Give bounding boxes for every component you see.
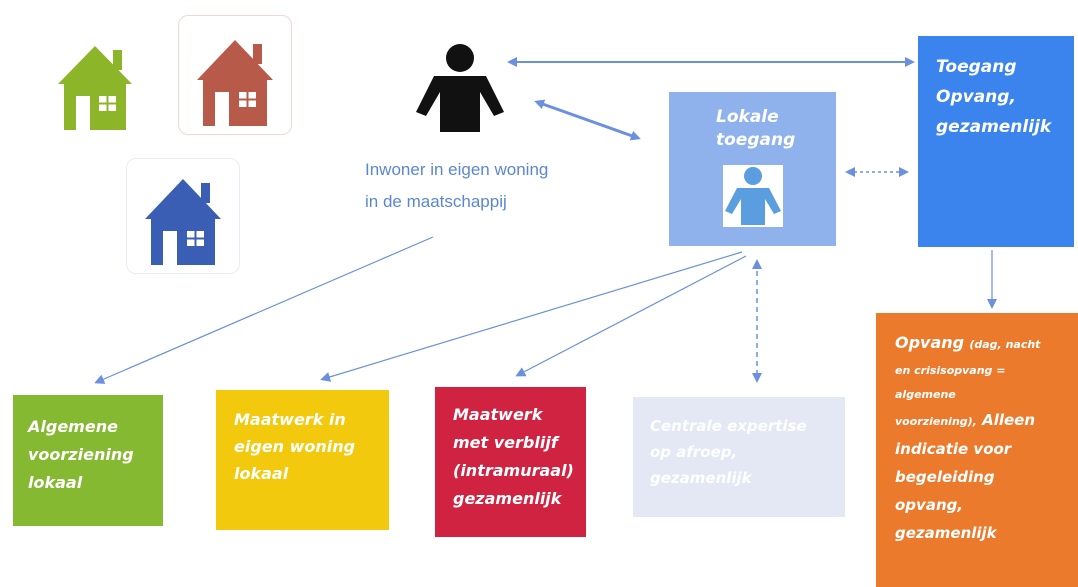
algemene-line3: lokaal (28, 473, 83, 492)
maatwerk-verblijf-line2: met verblijf (453, 433, 558, 452)
lokale-toegang-line2: toegang (716, 130, 796, 150)
toegang-opvang-line2: Opvang, (936, 87, 1016, 107)
maatwerk-eigen-line1: Maatwerk in (234, 410, 346, 429)
opvang-line4: voorziening), Alleen (895, 407, 1078, 435)
person-icon (416, 44, 504, 132)
person-icon (725, 167, 781, 225)
arrow-resident-algemene (94, 236, 434, 384)
maatwerk-eigen-line2: eigen woning (234, 437, 356, 456)
opvang-line1: Opvang (dag, nacht (895, 329, 1078, 359)
centrale-expertise-box: Centrale expertise op afroep, gezamenlij… (633, 397, 845, 517)
opvang-box: Opvang (dag, nacht en crisisopvang = alg… (876, 313, 1078, 587)
centrale-line3: gezamenlijk (650, 469, 752, 487)
resident-caption-line2: in de maatschappij (365, 192, 507, 211)
maatwerk-eigen-woning-box: Maatwerk in eigen woning lokaal (216, 390, 389, 530)
opvang-paren3: algemene (895, 388, 956, 401)
maatwerk-eigen-line3: lokaal (234, 464, 289, 483)
toegang-opvang-line3: gezamenlijk (936, 117, 1052, 137)
maatwerk-verblijf-box: Maatwerk met verblijf (intramuraal) geza… (435, 387, 586, 537)
house-icon (197, 40, 273, 126)
algemene-line2: voorziening (28, 445, 134, 464)
house-frame-green (40, 20, 150, 138)
algemene-voorziening-box: Algemene voorziening lokaal (13, 395, 163, 526)
resident-caption-line1: Inwoner in eigen woning (365, 160, 549, 179)
toegang-opvang-box: Toegang Opvang, gezamenlijk (918, 36, 1074, 247)
arrow-lokale-maatwerk-verblijf (515, 255, 747, 377)
lokale-toegang-line1: Lokale (716, 107, 779, 127)
opvang-line8: gezamenlijk (895, 524, 997, 542)
opvang-paren1: (dag, nacht (969, 338, 1041, 351)
house-icon (145, 179, 221, 265)
opvang-paren4: voorziening), (895, 415, 977, 428)
arrow-resident-lokale-toegang (534, 99, 641, 141)
house-frame-red (178, 15, 292, 135)
centrale-line1: Centrale expertise (650, 417, 807, 435)
resident-caption: Inwoner in eigen woning in de maatschapp… (365, 154, 625, 218)
opvang-line6: begeleiding (895, 468, 995, 486)
maatwerk-verblijf-line1: Maatwerk (453, 405, 543, 424)
opvang-rest1: Alleen (982, 411, 1036, 429)
opvang-paren2: en crisisopvang = (895, 364, 1006, 377)
advisor-person (723, 165, 783, 227)
toegang-opvang-line1: Toegang (936, 57, 1017, 77)
opvang-line5: indicatie voor (895, 440, 1012, 458)
house-icon (58, 46, 132, 130)
algemene-line1: Algemene (28, 417, 118, 436)
house-frame-blue (126, 158, 240, 274)
resident-person (410, 40, 510, 140)
opvang-line7: opvang, (895, 496, 964, 514)
opvang-title: Opvang (895, 333, 965, 352)
maatwerk-verblijf-line4: gezamenlijk (453, 489, 562, 508)
maatwerk-verblijf-line3: (intramuraal) (453, 461, 574, 480)
arrow-lokale-maatwerk-eigen (320, 251, 743, 382)
centrale-line2: op afroep, (650, 443, 738, 461)
